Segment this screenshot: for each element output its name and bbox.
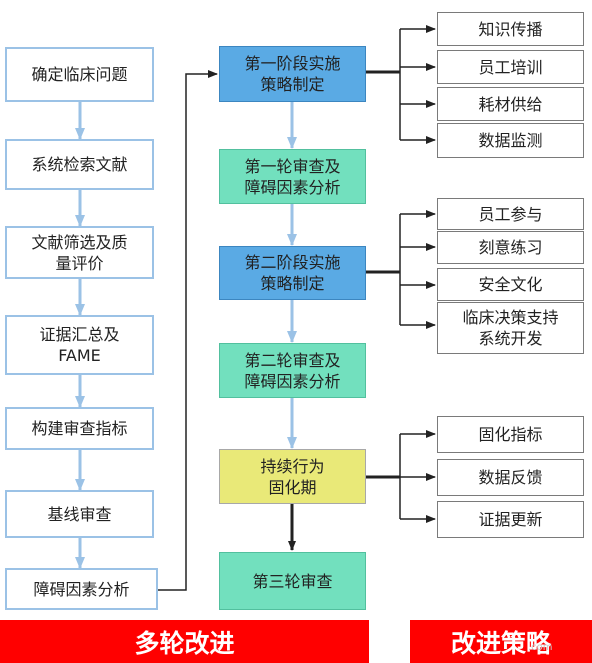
bracket-group3: [366, 430, 436, 523]
strategy-practice: 刻意练习: [437, 231, 584, 264]
strategy-cdss: 临床决策支持 系统开发: [437, 302, 584, 354]
bracket-group1: [366, 25, 436, 144]
center-step-4: 第二轮审查及 障碍因素分析: [219, 343, 366, 398]
strategy-safety: 安全文化: [437, 268, 584, 301]
strategy-evidence-update: 证据更新: [437, 501, 584, 538]
strategy-monitoring: 数据监测: [437, 123, 584, 158]
left-step-1: 确定临床问题: [5, 47, 154, 102]
center-step-2: 第一轮审查及 障碍因素分析: [219, 149, 366, 204]
left-step-3: 文献筛选及质 量评价: [5, 226, 154, 279]
center-step-6: 第三轮审查: [219, 552, 366, 610]
strategy-training: 员工培训: [437, 50, 584, 84]
left-step-2: 系统检索文献: [5, 139, 154, 190]
left-step-5: 构建审查指标: [5, 407, 154, 450]
watermark: .com: [528, 642, 553, 653]
loop-connector: [158, 70, 218, 591]
left-step-6: 基线审查: [5, 490, 154, 538]
banner-strategy: 改进策略: [410, 620, 592, 663]
banner-multi-round: 多轮改进: [0, 620, 369, 663]
left-step-4: 证据汇总及 FAME: [5, 315, 154, 375]
strategy-participation: 员工参与: [437, 198, 584, 230]
strategy-indicators: 固化指标: [437, 416, 584, 453]
center-step-5: 持续行为 固化期: [219, 449, 366, 504]
center-step-3: 第二阶段实施 策略制定: [219, 246, 366, 300]
left-step-7: 障碍因素分析: [5, 568, 158, 610]
center-step-1: 第一阶段实施 策略制定: [219, 46, 366, 102]
strategy-knowledge: 知识传播: [437, 12, 584, 46]
bracket-group2: [366, 210, 436, 329]
strategy-feedback: 数据反馈: [437, 459, 584, 496]
strategy-supplies: 耗材供给: [437, 87, 584, 121]
